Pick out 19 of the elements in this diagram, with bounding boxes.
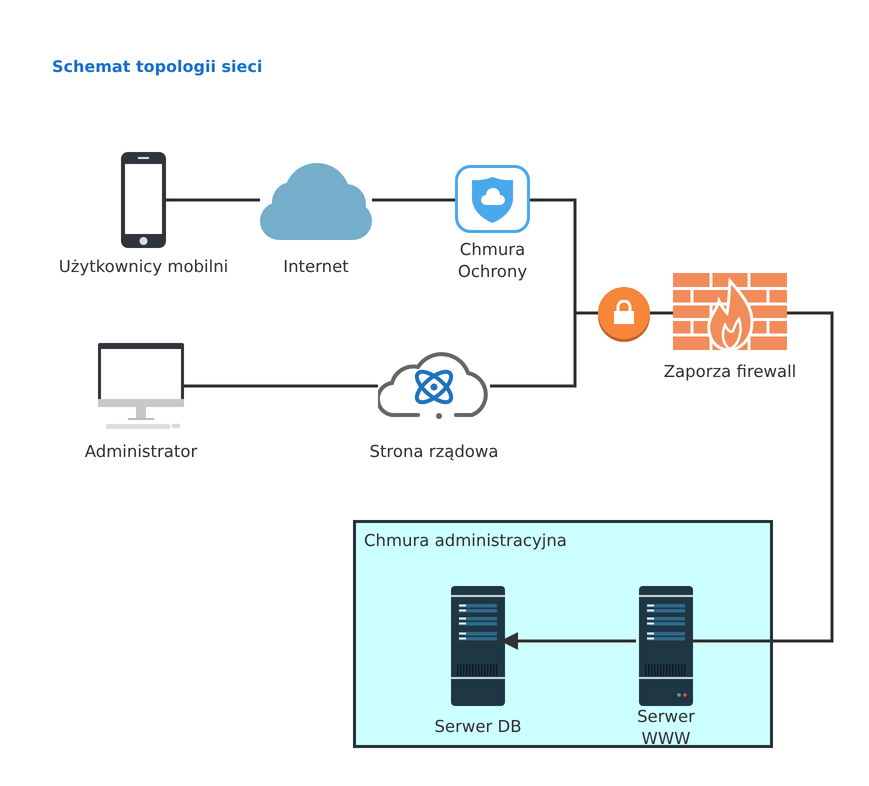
connector-line (650, 312, 673, 314)
node-label: Administrator (84, 441, 198, 463)
node-label: Internet (282, 256, 350, 278)
connector-line (372, 198, 455, 202)
node-label: Użytkownicy mobilni (58, 256, 230, 278)
node-label: Serwer WWW (636, 706, 696, 750)
connector-line (490, 312, 598, 388)
node-label: Strona rządowa (368, 441, 500, 463)
lock-badge (598, 287, 650, 339)
node-label: Chmura Ochrony (456, 239, 528, 283)
connector-line (690, 312, 834, 642)
node-label: Zaporza firewall (662, 361, 798, 383)
group-title: Chmura administracyjna (364, 531, 567, 550)
diagram-title: Schemat topologii sieci (52, 57, 262, 76)
connector-line (166, 198, 260, 202)
connector-line (500, 632, 636, 650)
node-label: Serwer DB (433, 716, 523, 738)
connector-line (184, 384, 378, 388)
group-panel (353, 520, 773, 748)
